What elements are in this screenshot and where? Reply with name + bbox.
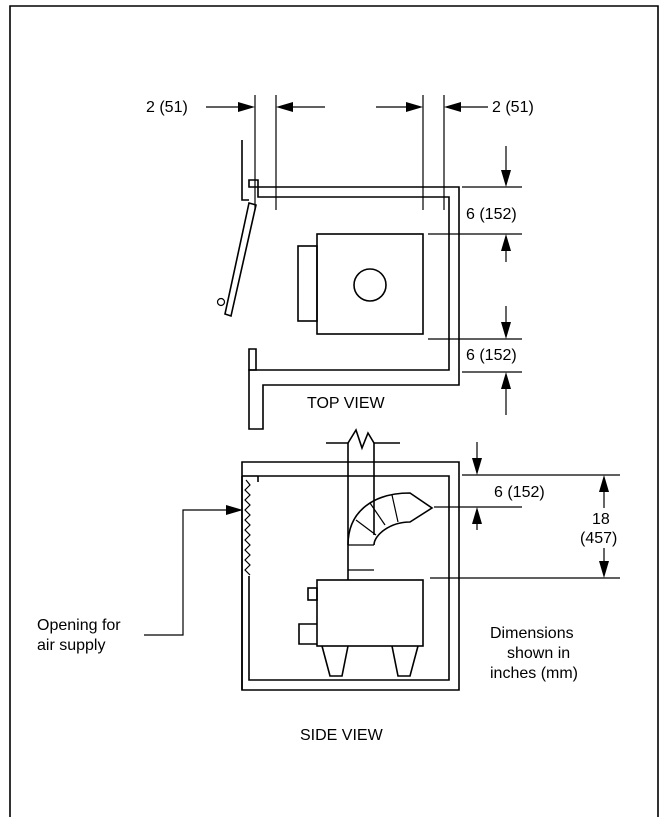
arrowhead — [238, 102, 255, 112]
dim-right-label: 2 (51) — [492, 99, 534, 116]
units-note: Dimensions shown in inches (mm) — [490, 625, 578, 682]
frame-border — [9, 5, 659, 817]
top-view-left-wall-upper — [241, 140, 249, 201]
arrowhead — [276, 102, 293, 112]
arrowhead — [472, 458, 482, 475]
dim-total-label-1: 18 — [592, 511, 610, 528]
arrowhead — [501, 372, 511, 389]
top-view-door — [224, 201, 257, 318]
air-supply-louvers — [244, 479, 251, 576]
top-view-back-wall — [248, 179, 460, 430]
arrowhead — [599, 475, 609, 492]
vent-elbow — [347, 492, 434, 546]
dim-total-label-2: (457) — [580, 530, 617, 547]
side-view-heater-body — [316, 579, 424, 647]
arrowhead — [501, 322, 511, 339]
top-view-heater-body — [316, 233, 424, 335]
dim-lower-label: 6 (152) — [466, 347, 517, 364]
vent-elbow-seg — [355, 519, 377, 536]
top-view: 2 (51) 2 (51) 6 (152) 6 (152) TOP VIEW — [146, 95, 534, 430]
vent-elbow-seg — [369, 502, 386, 526]
arrowhead — [599, 561, 609, 578]
side-view: 6 (152) 18 (457) Opening for air supply … — [37, 428, 626, 744]
vent-elbow-seg — [391, 494, 399, 523]
arrowhead — [501, 234, 511, 251]
side-view-enclosure — [241, 461, 460, 691]
side-view-enclosure-inner — [248, 475, 450, 681]
side-view-heater-knob — [307, 587, 318, 601]
dim-label-bg — [578, 508, 626, 548]
side-view-label: SIDE VIEW — [300, 727, 384, 744]
note-line-3: inches (mm) — [490, 665, 578, 682]
arrowhead — [226, 505, 243, 515]
top-view-left-wall-lower — [248, 348, 257, 371]
opening-label-2: air supply — [37, 637, 105, 654]
heater-leg-right — [391, 645, 419, 677]
dim-upper-label: 6 (152) — [466, 206, 517, 223]
note-line-1: Dimensions — [490, 625, 574, 642]
opening-label-1: Opening for — [37, 617, 121, 634]
heater-leg-left — [321, 645, 349, 677]
flue-break-symbol — [326, 428, 400, 451]
arrowhead — [501, 170, 511, 187]
opening-leader — [144, 509, 236, 636]
top-view-flue-circle — [353, 268, 387, 302]
top-view-label: TOP VIEW — [307, 395, 386, 412]
side-view-heater-control — [298, 623, 317, 645]
door-knob — [216, 297, 226, 307]
top-view-heater-panel — [297, 245, 318, 322]
arrowhead — [444, 102, 461, 112]
note-line-2: shown in — [507, 645, 570, 662]
dim-left-label: 2 (51) — [146, 99, 188, 116]
arrowhead — [406, 102, 423, 112]
dim-vent-label: 6 (152) — [494, 484, 545, 501]
arrowhead — [472, 507, 482, 524]
